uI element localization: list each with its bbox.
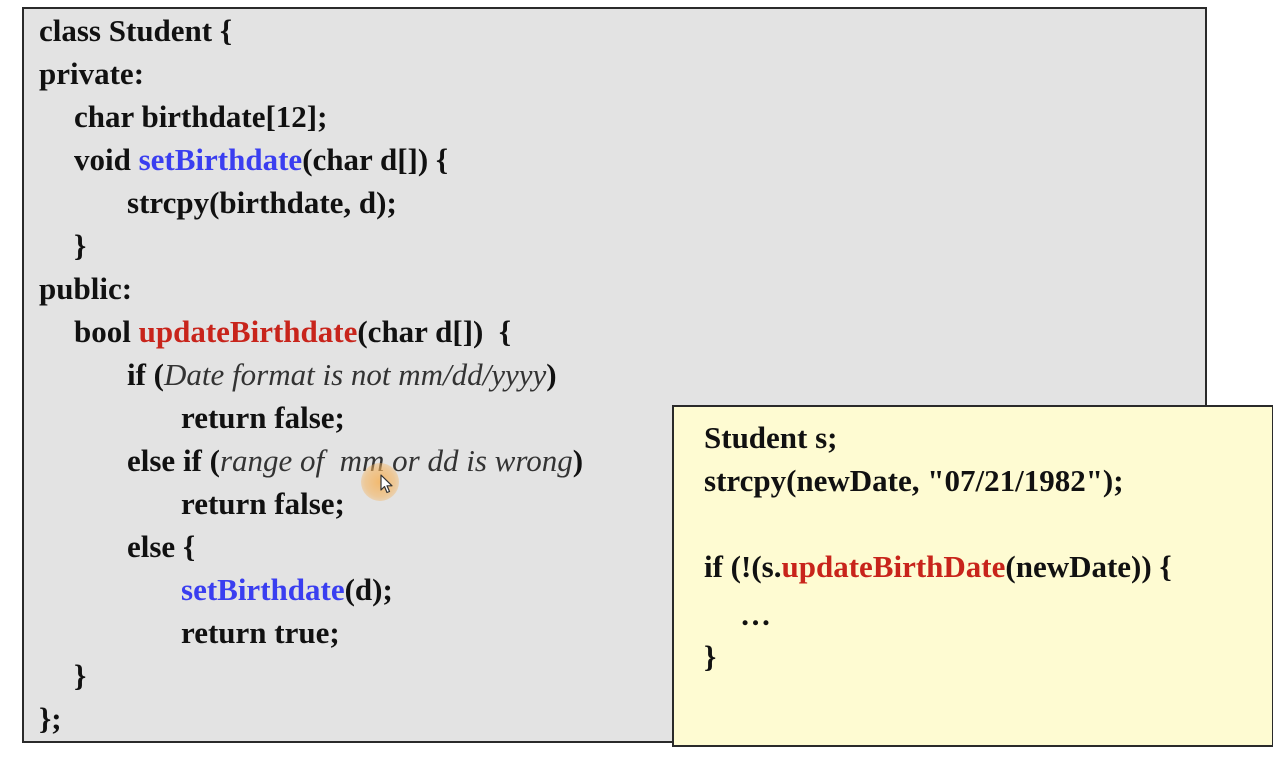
code-line-call-setbirthdate: setBirthdate(d); (181, 572, 393, 608)
code-line-class-decl: class Student { (39, 13, 233, 48)
paren-close: ) (546, 357, 557, 392)
keyword-else-if: else if ( (127, 443, 220, 478)
code-line-else-if-range: else if (range of mm or dd is wrong) (127, 443, 583, 479)
keyword-bool: bool (74, 314, 139, 349)
param-list: (char d[]) { (302, 142, 449, 177)
method-name-updatebirthdate: updateBirthdate (138, 314, 358, 349)
keyword-if: if ( (127, 357, 165, 392)
method-name-updatebirthdate: updateBirthDate (781, 549, 1006, 584)
usage-line-declare: Student s; (704, 420, 838, 455)
code-line-private: private: (39, 56, 145, 91)
condition-text: Date format is not mm/dd/yyyy (164, 357, 547, 392)
keyword-if: if (!(s. (704, 549, 782, 584)
code-line-public: public: (39, 271, 133, 306)
code-line-updatebirthdate-decl: bool updateBirthdate(char d[]) { (74, 314, 511, 350)
call-args: (d); (344, 572, 393, 607)
usage-line-strcpy: strcpy(newDate, "07/21/1982"); (704, 463, 1124, 498)
usage-line-close-brace: } (704, 639, 717, 674)
keyword-void: void (74, 142, 139, 177)
paren-close: ) (572, 443, 584, 478)
code-line-class-end: }; (39, 701, 62, 736)
usage-code-box: Student s; strcpy(newDate, "07/21/1982")… (672, 405, 1273, 747)
cursor-highlight (361, 463, 399, 501)
code-line-return-false: return false; (181, 400, 345, 435)
method-name-setbirthdate: setBirthdate (138, 142, 303, 177)
call-args: (newDate)) { (1005, 549, 1172, 584)
code-line-close-brace: } (74, 228, 87, 263)
usage-line-ellipsis: … (740, 597, 771, 632)
code-line-close-brace: } (74, 658, 87, 693)
class-code-panel: class Student { private: char birthdate[… (22, 7, 1207, 743)
code-line-return-false: return false; (181, 486, 345, 521)
usage-line-if-call: if (!(s.updateBirthDate(newDate)) { (704, 549, 1172, 585)
mouse-pointer-icon (380, 474, 393, 494)
code-line-else: else { (127, 529, 196, 564)
code-line-return-true: return true; (181, 615, 340, 650)
code-line-if-format: if (Date format is not mm/dd/yyyy) (127, 357, 557, 393)
method-name-setbirthdate: setBirthdate (181, 572, 345, 607)
code-line-birthdate-field: char birthdate[12]; (74, 99, 328, 134)
code-line-setbirthdate-decl: void setBirthdate(char d[]) { (74, 142, 448, 178)
param-list: (char d[]) { (357, 314, 512, 349)
code-line-strcpy: strcpy(birthdate, d); (127, 185, 397, 220)
